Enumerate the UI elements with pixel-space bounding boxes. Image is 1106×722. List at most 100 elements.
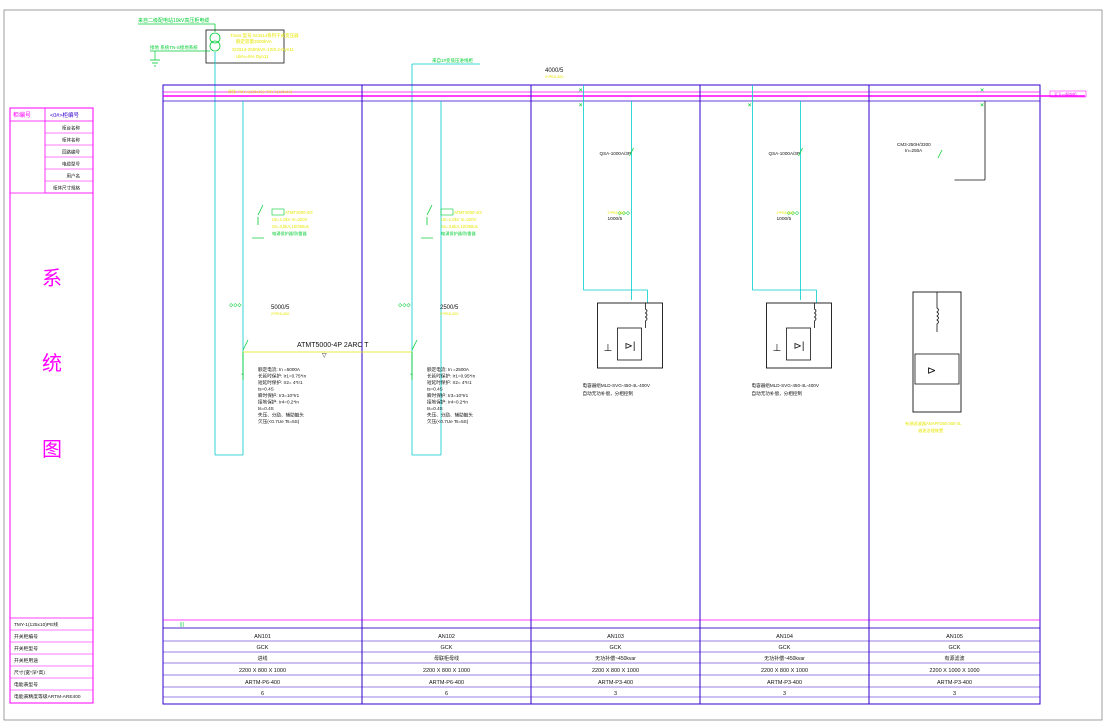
panel-function: 有源滤波 [944,655,964,662]
left-table-frame [9,107,94,704]
disconnect-icon: ⨯ [980,102,984,110]
ct-sub: 2*PE8-300 [440,312,458,316]
current-transformer-icon: ◇◇◇ [229,302,242,310]
apf-device-box [912,291,962,413]
left-table-row-label: 用户名 [67,173,81,180]
left-bottom-label: 开关柜用途 [14,657,38,664]
current-transformer-icon: ◇◇◇ [618,210,631,218]
left-table-row-label: 回路编号 [62,149,80,156]
current-transformer-icon: ◇◇◇ [787,210,800,218]
panel-meter: ARTM-P6-400 [429,680,464,686]
panel-size: 2200 X 800 X 1000 [239,668,286,674]
ct-ratio: 5000/5 [271,305,290,311]
source-section: 来自二级配电站10kV高压柜电缆 Trans 型号:SCB14系列干式变压器 额… [138,17,564,455]
ct-ratio: 1000/5 [777,216,792,222]
switch-icon [937,149,943,159]
panel-size: 2200 X 800 X 1000 [592,668,639,674]
ct-ratio: 2500/5 [440,305,459,311]
incoming-label: 来自二级配电站10kV高压柜电缆 [138,17,209,24]
panel-size: 2200 X 800 X 1000 [761,668,808,674]
title-char-2: 统 [42,352,62,375]
panel-type: GCK [949,645,961,651]
top-ct-sub: 2*PE8-300 [545,75,563,79]
panel-count: 6 [261,691,264,697]
breaker-setting: ts=0.4S [427,406,443,411]
breaker-setting: 额定电流: In =5000A [258,366,301,373]
breaker-arrow-icon: ⌄ [240,371,245,377]
breaker-setting: 欠压(<0.7Ue Ts=5S) [258,418,300,425]
breaker-setting: 接地保护: Ir4=0.2*In [258,399,299,406]
capacitor-icon: ⊥ [773,343,782,354]
breaker-setting: 接地保护: Ir4=0.2*In [427,399,468,406]
device-note: 自动无功补偿，分相控制 [752,390,803,397]
panel-size: 2200 X 800 X 1000 [423,668,470,674]
busbar-right-label: 至下一配电柜 [1054,92,1077,97]
current-transformer-icon: ◇◇◇ [398,302,411,310]
left-bottom-label: TMY-1(125x10)PE线 [14,621,58,628]
left-table-header-left: 柜编号 [13,111,31,119]
panel-id: AN105 [946,634,963,640]
top-ct-label: 4000/5 [545,68,564,74]
panel-type: GCK [779,645,791,651]
converter-icon: ⊳| [625,341,636,352]
panel-count: 3 [614,691,617,697]
surge-protection-text: Sn=3,5kA,10/350us [441,224,478,229]
panel-function: 无功补偿~450kvar [764,655,805,662]
surge-protection-text: 电涌保护器/防雷器 [441,230,476,237]
breaker-setting: 失压、分励、辅助触头 [258,412,304,419]
sheet-border [3,9,1103,721]
left-bottom-rows: TMY-1(125x10)PE线开关柜编号开关柜型号开关柜用途尺寸(宽*深*高)… [10,621,93,704]
ct-sub: 2*PE8-300 [608,211,625,215]
panel-id: AN101 [254,634,271,640]
transformer-line-3: SCB14-2500kVA-10/0.4-Dyn11 [232,47,294,52]
inductor-icon [644,303,648,328]
transformer-line-4: Uk%=6% Dyn11 [236,54,269,59]
switch-icon [798,147,803,157]
top-switch-icon: ⨯ [980,87,984,95]
switch-label: QSA-1000A/3P [600,151,631,156]
title-char-3: 图 [42,439,62,461]
surge-protection-text: 电涌保护器/防雷器 [272,230,307,237]
breaker-setting: 欠压(<0.7Ue Ts=5S) [427,418,469,425]
busbar-label: 母线: TMY-4(125x10)+TMY-1(125x10) [228,89,293,94]
title-char-1: 系 [42,267,62,290]
left-table-row-label: 柜体名称 [62,137,80,144]
transformer-line-1: Trans 型号:SCB14系列干式变压器 [230,32,299,39]
panel-count: 3 [783,691,786,697]
breaker-setting: 瞬时保护: Ir3=10*Ir1 [258,392,300,399]
switch-label: QSA-1000A/3P [769,151,800,156]
breaker-setting: ts=0.4S [427,387,443,392]
transformer-box [205,29,285,64]
surge-protection-text: ATMT2000-4/3 [285,210,313,215]
left-table-row-label: 柜体尺寸规格 [53,185,80,192]
surge-protection-text: Un=1.0kV In=220V [272,217,308,222]
interlock-marker-icon: ▽ [322,353,327,359]
panel-type: GCK [610,645,622,651]
converter-icon: ⊳| [794,341,805,352]
panel-meter: ARTM-P3-400 [937,680,972,686]
breaker-setting: 瞬时保护: Ir3=10*Ir1 [427,392,469,399]
switch-sub: In=250A [905,148,923,153]
panel-meter: ARTM-P3-400 [767,680,802,686]
panel-id: AN104 [776,634,793,640]
breaker-setting: 短延时保护: Ir2= 4*Ir1 [427,379,472,386]
svg-text:|||: ||| [180,622,184,628]
surge-protection-text: ATMT2000-4/3 [454,210,482,215]
panel-function: 母联柜母线 [434,655,459,662]
breaker-setting: 长延时保护: Ir1=0.95*In [427,373,476,380]
left-bottom-label: 尺寸(宽*深*高) [14,669,45,676]
disconnect-icon: ⨯ [579,102,583,110]
breaker-setting: ts=0.4S [258,406,274,411]
left-bottom-label: 电能表精度等级ARTM-ARE400 [14,693,81,700]
panel-id: AN102 [438,634,455,640]
panel-meter: ARTM-P6-400 [245,680,280,686]
left-table-header-right: <0#>柜编号 [50,111,80,119]
inductor-icon [936,292,939,332]
tie-breaker-label: ATMT5000-4P 2ARC T [297,342,369,349]
capacitor-icon: ⊥ [604,343,613,354]
